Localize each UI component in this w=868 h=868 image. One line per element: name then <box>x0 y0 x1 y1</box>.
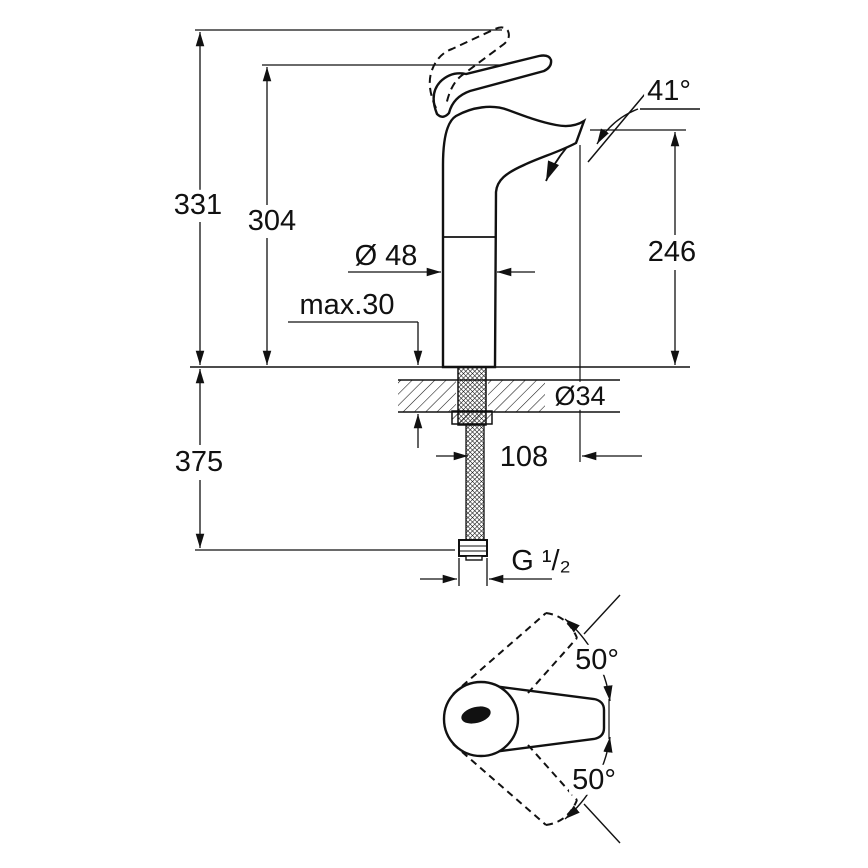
dim-label-spout-height: 246 <box>644 236 700 267</box>
dim-label-body-diameter: Ø 48 <box>351 240 421 271</box>
faucet-handle <box>432 54 553 118</box>
spout-angle-annotation <box>587 87 700 163</box>
dim-label-swing-angle-down: 50° <box>569 764 619 795</box>
handle-top-view <box>442 594 621 844</box>
dim-label-swing-angle-up: 50° <box>572 644 622 675</box>
hose-end-fitting <box>458 539 488 561</box>
countertop-section <box>190 366 690 413</box>
water-flow-arrow <box>545 146 568 182</box>
dim-label-overall-height: 331 <box>170 189 226 220</box>
dimension-lines <box>195 29 686 586</box>
faucet-handle-raised-position <box>428 26 510 109</box>
handle-cap-detail <box>461 706 491 724</box>
flexible-hose <box>465 423 485 541</box>
handle-swing-dashed-up <box>452 612 578 695</box>
swing-angle-annotation <box>564 594 621 844</box>
dim-label-spout-projection: 108 <box>496 441 552 472</box>
dim-label-spout-angle: 41° <box>644 75 694 106</box>
dim-label-hole-diameter: Ø34 <box>551 381 609 410</box>
dim-label-max-counter-thickness: max.30 <box>296 289 398 320</box>
mounting-hardware <box>451 366 493 561</box>
dim-label-handle-height: 304 <box>244 205 300 236</box>
dim-label-thread-size: G ¹/₂ <box>508 545 574 576</box>
dim-label-hose-length: 375 <box>171 446 227 477</box>
faucet-body <box>441 105 587 369</box>
handle-swing-dashed-down <box>452 743 578 826</box>
